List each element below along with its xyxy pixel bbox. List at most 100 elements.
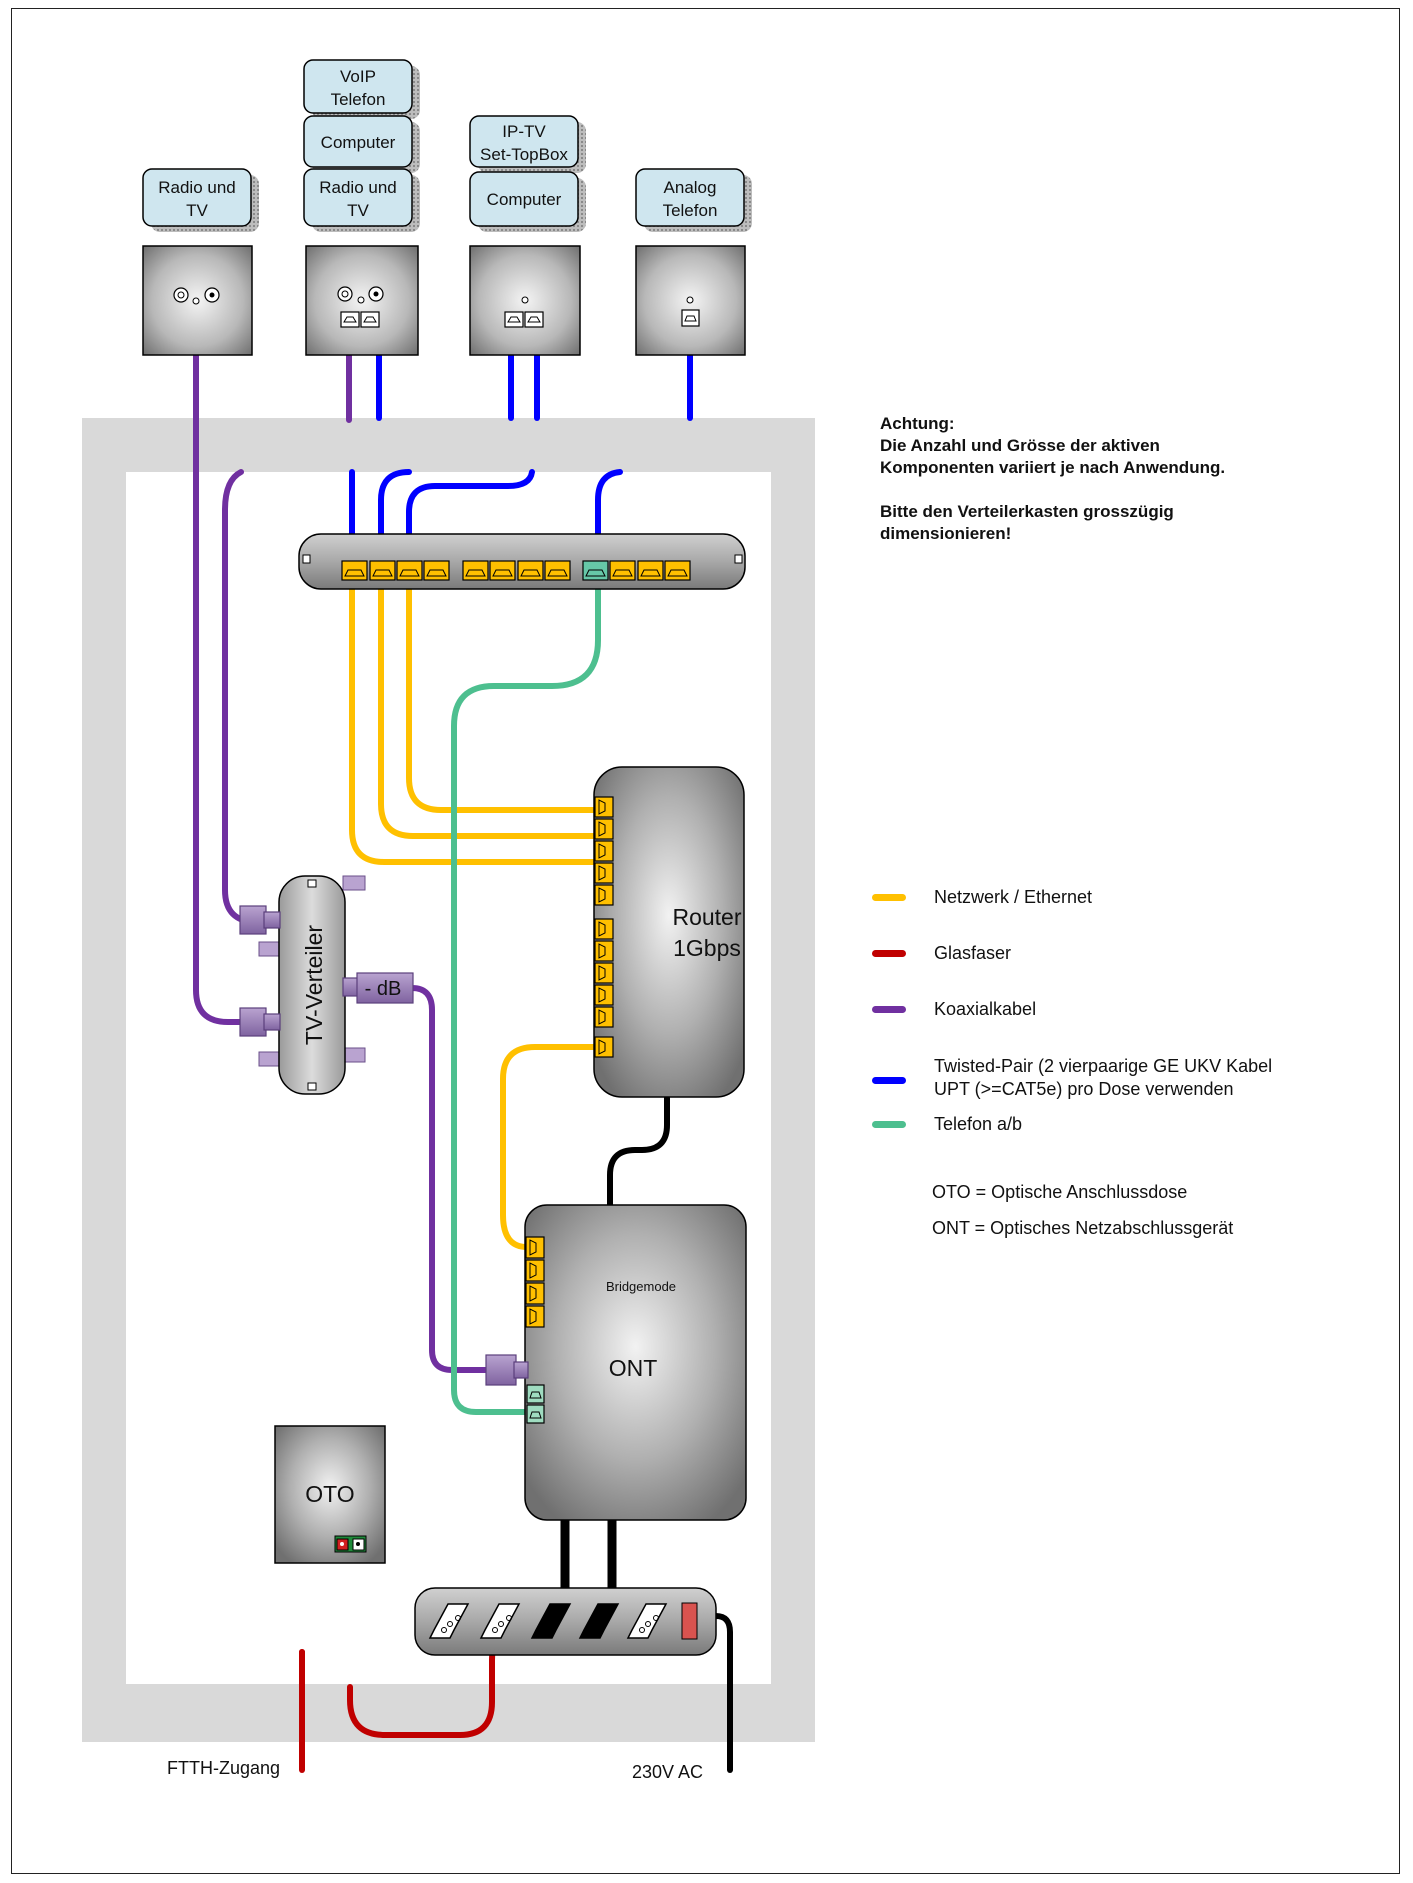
note-line-3: Komponenten variiert je nach Anwendung. bbox=[880, 458, 1226, 477]
svg-text:Computer: Computer bbox=[487, 190, 562, 209]
rj45-port bbox=[637, 560, 664, 581]
eth-sw-router-2 bbox=[378, 587, 599, 839]
rj45-port bbox=[423, 560, 450, 581]
rj45-port bbox=[594, 796, 614, 818]
svg-text:Analog: Analog bbox=[664, 178, 717, 197]
wall-outlet-3 bbox=[469, 245, 581, 356]
eth-sw-router-3 bbox=[406, 587, 599, 813]
legend-swatch-ethernet bbox=[872, 894, 906, 901]
network-switch bbox=[298, 533, 746, 590]
eth-router-ont bbox=[500, 1044, 599, 1250]
note-line-1: Achtung: bbox=[880, 414, 955, 433]
ftth-label: FTTH-Zugang bbox=[167, 1758, 281, 1778]
rj45-port bbox=[609, 560, 636, 581]
svg-text:TV: TV bbox=[186, 201, 208, 220]
device-radio-tv-1: Radio und TV bbox=[142, 168, 259, 232]
wall-outlet-2 bbox=[305, 245, 419, 356]
rj45-port bbox=[594, 840, 614, 862]
router-ont-link bbox=[607, 1095, 670, 1208]
svg-text:IP-TV: IP-TV bbox=[502, 122, 546, 141]
svg-text:1Gbps: 1Gbps bbox=[673, 935, 741, 961]
svg-text:VoIP: VoIP bbox=[340, 67, 376, 86]
rj45-port bbox=[525, 1236, 545, 1259]
router: Router 1Gbps bbox=[593, 766, 745, 1098]
legend-label-coax: Koaxialkabel bbox=[934, 999, 1037, 1019]
wall-outlet-1 bbox=[142, 245, 253, 356]
attenuator: - dB bbox=[342, 972, 414, 1004]
svg-text:TV: TV bbox=[347, 201, 369, 220]
legend-label-telephone: Telefon a/b bbox=[934, 1114, 1023, 1134]
device-computer-2: Computer bbox=[303, 115, 420, 173]
abbr-ont: ONT = Optisches Netzabschlussgerät bbox=[932, 1218, 1234, 1238]
rj45-port bbox=[664, 560, 691, 581]
rj45-port bbox=[582, 560, 609, 581]
rj45-port bbox=[594, 884, 614, 906]
warning-note: Achtung: Die Anzahl und Grösse der aktiv… bbox=[880, 413, 1340, 567]
svg-text:OTO: OTO bbox=[305, 1481, 354, 1507]
device-radio-tv-2: Radio und TV bbox=[303, 168, 420, 232]
svg-text:Bridgemode: Bridgemode bbox=[606, 1279, 676, 1294]
svg-text:Computer: Computer bbox=[321, 133, 396, 152]
rj45-port bbox=[517, 560, 544, 581]
svg-text:Radio und: Radio und bbox=[158, 178, 236, 197]
device-voip-phone: VoIP Telefon bbox=[303, 59, 420, 119]
svg-text:- dB: - dB bbox=[365, 978, 402, 1000]
tp-sw-4 bbox=[595, 469, 623, 551]
note-line-2: Die Anzahl und Grösse der aktiven bbox=[880, 436, 1160, 455]
legend-swatch-telephone bbox=[872, 1121, 906, 1128]
legend-swatch-twisted-pair bbox=[872, 1077, 906, 1084]
svg-text:Set-TopBox: Set-TopBox bbox=[480, 145, 568, 164]
rj45-port bbox=[544, 560, 571, 581]
tv-splitter: TV-Verteiler - dB bbox=[239, 875, 414, 1095]
socket bbox=[479, 1603, 521, 1639]
eth-sw-router-1 bbox=[349, 587, 599, 865]
device-computer-3: Computer bbox=[469, 171, 586, 232]
rj45-port bbox=[462, 560, 489, 581]
rj45-port bbox=[594, 1036, 614, 1058]
legend-label-fiber: Glasfaser bbox=[934, 943, 1012, 963]
page-border bbox=[11, 8, 1400, 1874]
rj45-port bbox=[396, 560, 423, 581]
rj45-port bbox=[525, 1282, 545, 1305]
power-label: 230V AC bbox=[632, 1762, 704, 1782]
tp-sw-2 bbox=[378, 469, 412, 551]
rj45-port bbox=[369, 560, 396, 581]
svg-text:Telefon: Telefon bbox=[331, 90, 386, 109]
rj45-port bbox=[594, 940, 614, 962]
socket bbox=[626, 1603, 668, 1639]
coax-atten-ont bbox=[409, 985, 491, 1373]
cables bbox=[193, 352, 733, 1773]
svg-text:Radio und: Radio und bbox=[319, 178, 397, 197]
device-iptv-settopbox: IP-TV Set-TopBox bbox=[469, 115, 586, 173]
device-analog-phone: Analog Telefon bbox=[635, 168, 752, 232]
legend-swatch-fiber bbox=[872, 950, 906, 957]
tv-splitter-label: TV-Verteiler bbox=[301, 925, 327, 1045]
rj45-port bbox=[525, 1305, 545, 1328]
socket-occupied bbox=[530, 1603, 572, 1639]
socket-occupied bbox=[578, 1603, 620, 1639]
rj45-port bbox=[341, 560, 368, 581]
tp-sw-3 bbox=[406, 469, 535, 551]
rj45-port bbox=[489, 560, 516, 581]
rj45-port bbox=[594, 984, 614, 1006]
legend-swatch-coax bbox=[872, 1006, 906, 1013]
wall-outlet-4 bbox=[635, 245, 746, 356]
rj45-port bbox=[594, 862, 614, 884]
rj45-port bbox=[594, 918, 614, 940]
svg-text:ONT: ONT bbox=[609, 1355, 658, 1381]
tel-sw-ont bbox=[451, 587, 601, 1415]
socket bbox=[428, 1603, 470, 1639]
svg-text:Router: Router bbox=[672, 904, 741, 930]
power-strip bbox=[414, 1587, 717, 1656]
wall-outlets bbox=[142, 245, 746, 356]
end-devices: Radio und TV VoIP Telefon Computer Radio… bbox=[142, 59, 752, 232]
ont-coax-connector bbox=[485, 1354, 529, 1386]
legend-label-twisted-pair: Twisted-Pair (2 vierpaarige GE UKV Kabel… bbox=[934, 1056, 1273, 1099]
note-line-5: dimensionieren! bbox=[880, 524, 1012, 543]
rj45-port bbox=[594, 1006, 614, 1028]
abbr-oto: OTO = Optische Anschlussdose bbox=[932, 1182, 1188, 1202]
rj45-port bbox=[525, 1259, 545, 1282]
note-line-4: Bitte den Verteilerkasten grosszügig bbox=[880, 502, 1174, 521]
coax-outlet1 bbox=[193, 352, 248, 1025]
